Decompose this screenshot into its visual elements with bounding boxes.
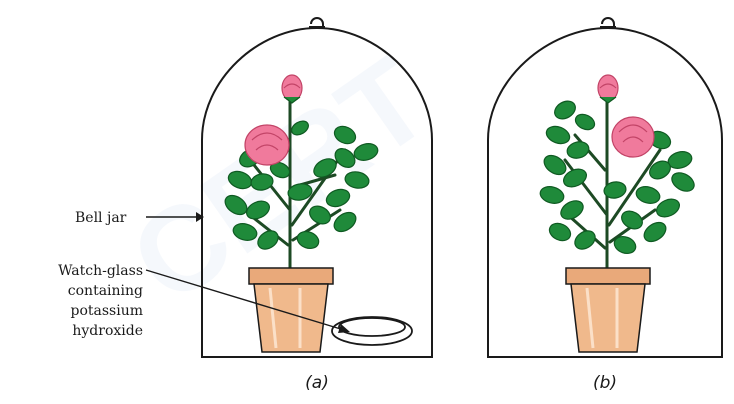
rose-plant-a — [224, 74, 379, 272]
flower-pot-b — [565, 267, 651, 353]
pot-a-body — [253, 283, 329, 353]
bell-jar-a-dome — [201, 26, 433, 358]
watch-glass-label-line-3: potassium — [70, 303, 143, 319]
label-bell-jar: Bell jar — [75, 210, 204, 226]
watch-glass-label-line-4: hydroxide — [72, 323, 143, 339]
pot-a-rim — [248, 267, 334, 285]
caption-a: (a) — [305, 373, 329, 393]
leaves-b — [539, 100, 695, 255]
setup-a: Bell jar Watch-glass containing potassiu… — [58, 17, 433, 393]
bell-jar-a-handle — [310, 17, 324, 27]
rose-plant-b — [539, 74, 695, 274]
bell-jar-b — [487, 17, 723, 358]
pot-b-rim — [565, 267, 651, 285]
bell-jar-b-dome — [487, 26, 723, 358]
bell-jar-label: Bell jar — [75, 210, 127, 226]
watch-glass-label-line-1: Watch-glass — [58, 263, 143, 279]
bell-jar-b-handle — [601, 17, 615, 27]
pot-b-body — [570, 283, 646, 353]
bell-jar-a — [201, 17, 433, 358]
flower-pot-a — [248, 267, 334, 353]
setup-b: (b) — [487, 17, 723, 393]
rose-flowers-b — [597, 74, 655, 158]
rose-flowers-a — [244, 74, 303, 166]
watch-glass-label-line-2: containing — [68, 283, 143, 299]
label-watch-glass: Watch-glass containing potassium hydroxi… — [58, 263, 350, 339]
caption-b: (b) — [593, 373, 617, 393]
watch-glass — [331, 316, 413, 346]
